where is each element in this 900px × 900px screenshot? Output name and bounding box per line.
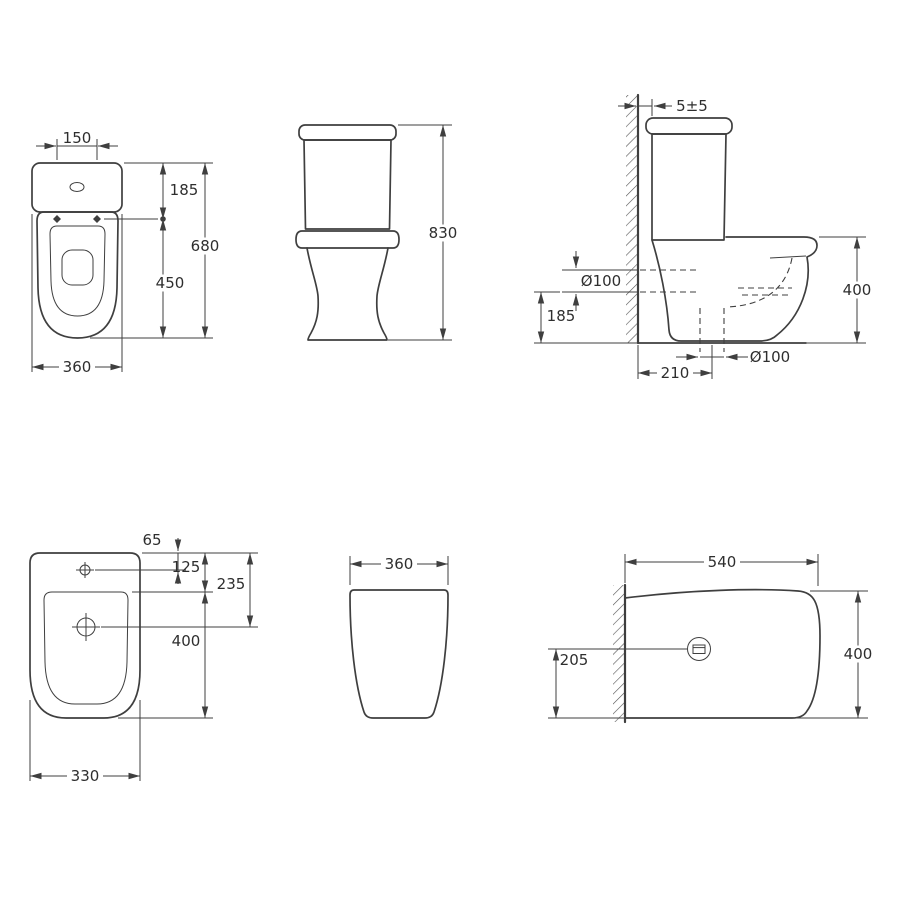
dimension-lines — [548, 554, 868, 719]
seat-outline — [36, 211, 119, 339]
basin-rim — [43, 591, 129, 705]
dim-label-bidet-height: 400 — [844, 645, 873, 663]
dimension-lines — [29, 538, 258, 781]
dim-label-overall-depth: 540 — [708, 553, 737, 571]
dim-label-bidet-front-width: 360 — [385, 555, 414, 573]
dim-label-top-to-holes: 185 — [170, 181, 199, 199]
bowl-rim — [49, 225, 106, 317]
bidet-outline — [29, 552, 141, 719]
toilet-front-view: 830 — [295, 124, 461, 341]
dim-label-wall-gap: 5±5 — [676, 97, 708, 115]
bidet-front-view: 360 — [349, 555, 449, 719]
toilet-side-view: 5±5 Ø100 185 400 Ø100 210 — [534, 93, 875, 382]
wall-hatching — [613, 585, 625, 722]
dim-label-rear-outlet-height: 185 — [547, 307, 576, 325]
bowl-rim-front — [295, 230, 400, 249]
cistern-body — [303, 139, 392, 230]
drain-fitting — [687, 637, 711, 661]
bidet-front-outline — [349, 589, 449, 719]
trap-dashed — [725, 257, 793, 308]
dim-label-overall-length: 680 — [191, 237, 220, 255]
toilet-top-view: 150 185 680 450 360 — [31, 129, 223, 376]
drain-fitting-detail — [692, 644, 706, 654]
dim-label-overall-width: 360 — [63, 358, 92, 376]
dim-label-tap-to-rim: 125 — [172, 558, 201, 576]
dim-label-rim-to-front: 400 — [172, 632, 201, 650]
rim-underside — [769, 255, 807, 259]
pedestal-front — [306, 247, 389, 341]
bowl-side — [651, 236, 818, 342]
wall-hatching — [626, 95, 638, 343]
bidet-top-view: 65 125 235 400 330 — [29, 531, 258, 785]
dim-label-bowl-height: 400 — [843, 281, 872, 299]
fixing-hole-right — [93, 215, 101, 223]
dim-label-rear-outlet-diameter: Ø100 — [581, 272, 621, 290]
dim-label-floor-outlet-diameter: Ø100 — [750, 348, 790, 366]
flush-button — [69, 182, 85, 192]
dimension-lines — [534, 99, 866, 379]
cistern-lid — [298, 124, 397, 141]
dim-label-bidet-width: 330 — [71, 767, 100, 785]
fixing-hole-left — [53, 215, 61, 223]
dim-label-holes-to-front: 450 — [156, 274, 185, 292]
dim-label-back-to-tap: 65 — [142, 531, 161, 549]
dim-label-drain-height: 205 — [560, 651, 589, 669]
dim-label-hole-spacing: 150 — [63, 129, 92, 147]
bidet-side-outline — [624, 588, 821, 719]
cistern-outline — [31, 162, 123, 213]
dim-label-outlet-from-wall: 210 — [661, 364, 690, 382]
bidet-side-view: 540 205 400 — [548, 553, 876, 724]
cistern-lid-side — [645, 117, 733, 135]
cistern-side — [651, 133, 727, 241]
bowl-inner — [61, 249, 94, 286]
dim-label-back-to-drain: 235 — [217, 575, 246, 593]
dim-label-overall-height: 830 — [429, 224, 458, 242]
